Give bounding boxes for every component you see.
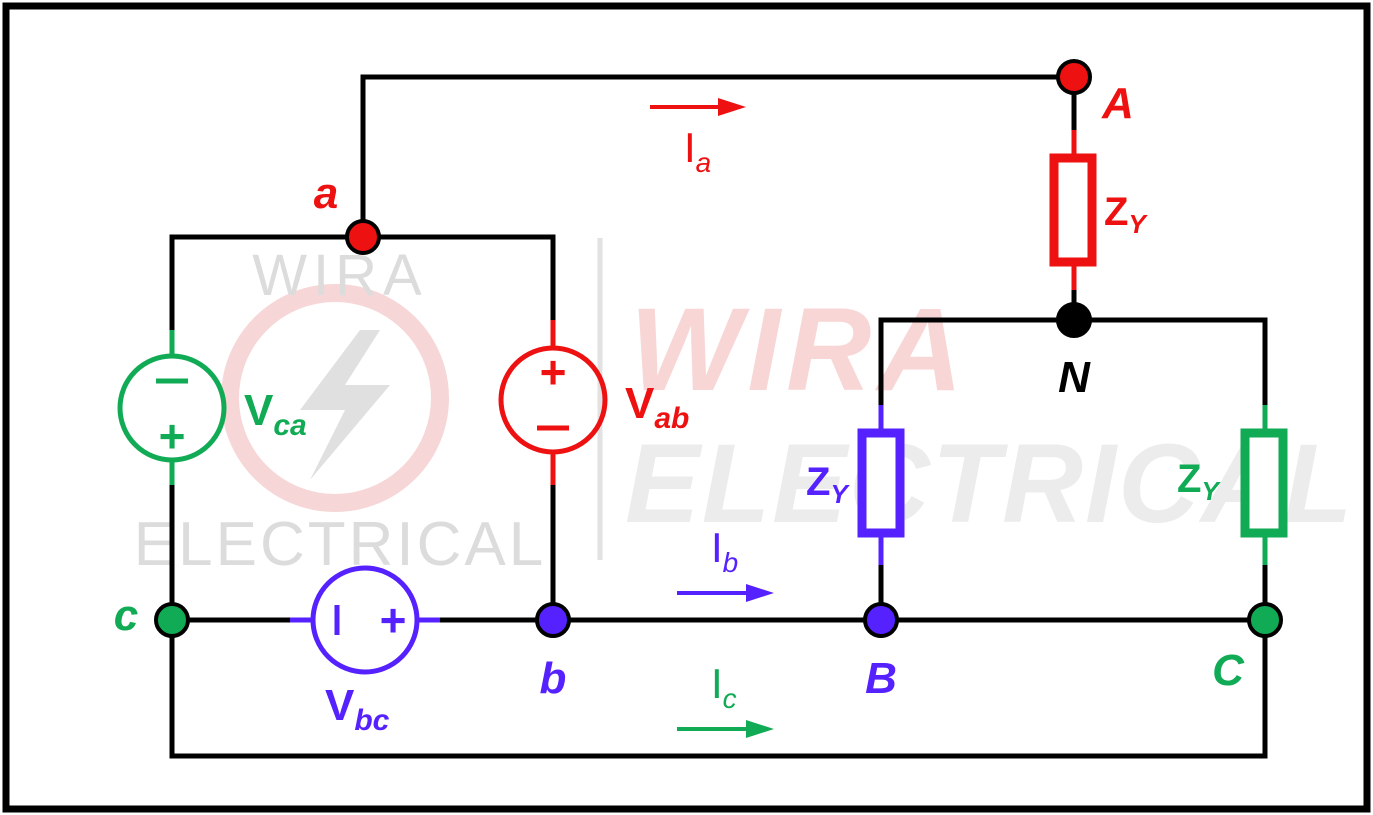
wire-line-a <box>360 74 1077 240</box>
label-vbc: Vbc <box>325 681 390 737</box>
label-node-c: c <box>114 591 138 640</box>
source-vab <box>498 320 608 485</box>
source-vbc <box>290 565 440 675</box>
label-current-c: Ic <box>711 660 737 714</box>
vab-plus-icon: + <box>540 346 567 398</box>
current-arrow-b <box>677 584 774 602</box>
vbc-plus-icon: + <box>380 594 407 646</box>
source-vca <box>117 330 227 485</box>
label-current-b: Ib <box>711 524 738 578</box>
label-node-a: a <box>314 169 338 218</box>
watermark-small-top: WIRA <box>252 243 427 308</box>
label-zb: ZY <box>806 460 850 509</box>
label-current-a: Ia <box>684 124 711 178</box>
watermark-logo-ring <box>221 284 449 512</box>
nodes <box>154 59 1283 638</box>
load-zb <box>857 405 905 565</box>
label-zc: ZY <box>1177 457 1221 506</box>
node-c <box>154 602 190 638</box>
node-a <box>345 219 381 255</box>
load-za <box>1049 130 1097 290</box>
label-node-C: C <box>1212 646 1245 695</box>
load-zc <box>1240 405 1288 565</box>
watermark-small-bottom: ELECTRICAL <box>134 510 546 579</box>
wire-line-c <box>169 617 1268 759</box>
node-C <box>1247 602 1283 638</box>
label-node-b: b <box>540 654 567 703</box>
node-b <box>535 602 571 638</box>
node-N <box>1056 302 1092 338</box>
label-vab: Vab <box>625 379 689 435</box>
label-node-A: A <box>1101 79 1134 128</box>
watermark-lightning-icon <box>300 330 390 480</box>
wires <box>169 74 1268 759</box>
label-za: ZY <box>1104 190 1148 239</box>
watermark-large-bottom: ELECTRICAL <box>625 421 1354 546</box>
vca-plus-icon: + <box>159 410 186 462</box>
label-node-B: B <box>865 654 897 703</box>
watermark-large-top: WIRA <box>630 284 969 416</box>
current-arrow-a <box>650 98 746 116</box>
node-A <box>1056 59 1092 95</box>
current-arrow-c <box>677 720 774 738</box>
label-vca: Vca <box>244 386 307 442</box>
watermark: WIRA ELECTRICAL WIRA ELECTRICAL <box>134 238 1354 579</box>
label-node-N: N <box>1058 353 1091 402</box>
node-B <box>863 602 899 638</box>
